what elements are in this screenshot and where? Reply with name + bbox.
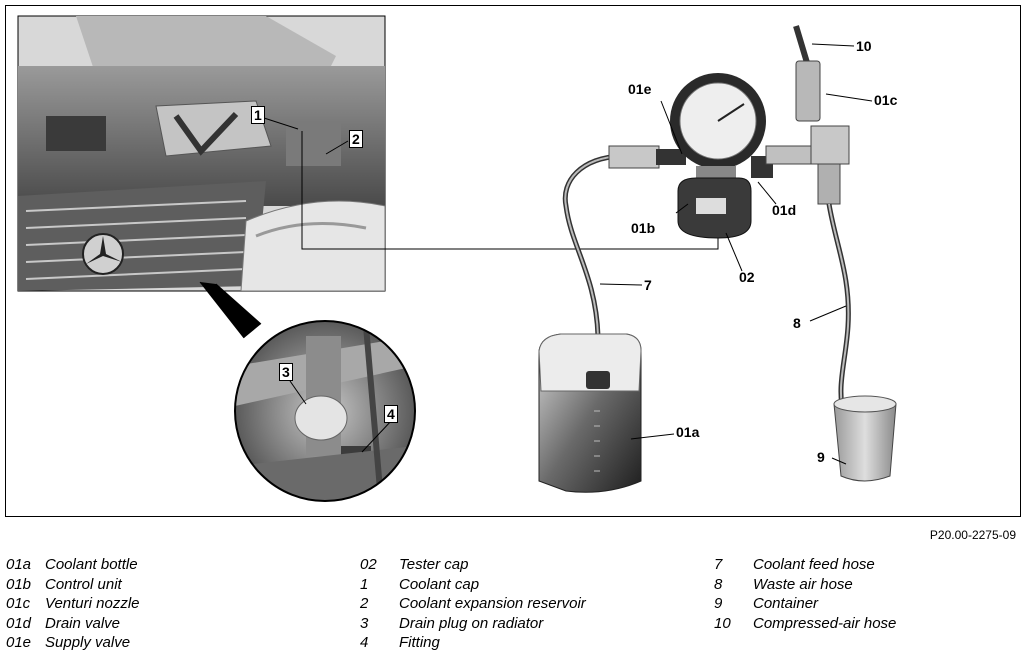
legend-text: Fitting: [399, 634, 440, 651]
waste-air-hose: [826, 203, 851, 417]
callout-01d: 01d: [772, 202, 797, 218]
legend-code: 02: [360, 556, 377, 573]
tester-assembly: [608, 73, 819, 272]
legend-code: 4: [360, 634, 369, 651]
callout-01b: 01b: [631, 220, 656, 236]
coolant-bottle: [538, 333, 675, 493]
legend-row: 01a Coolant bottle: [6, 555, 140, 575]
callout-01c: 01c: [874, 92, 898, 108]
legend-row: 01d Drain valve: [6, 614, 140, 634]
callout-01a: 01a: [676, 424, 700, 440]
diagram-drawing: [17, 15, 897, 502]
callout-4: 4: [384, 405, 398, 423]
legend-code: 01d: [6, 614, 32, 632]
legend-column-3: 7 Coolant feed hose 8 Waste air hose 9 Cont…: [714, 555, 896, 633]
legend-code: 01e: [6, 634, 32, 651]
venturi-nozzle: [793, 25, 873, 205]
callout-1: 1: [251, 106, 265, 124]
legend-row: 10 Compressed-air hose: [714, 614, 896, 634]
engine-bay-photo: [17, 15, 386, 292]
legend-code: 01b: [6, 575, 32, 593]
legend-column-2: 02 Tester cap 1 Coolant cap 2 Coolant expan…: [360, 555, 586, 653]
legend-text: Supply valve: [45, 634, 131, 651]
legend-row: 01c Venturi nozzle: [6, 594, 140, 614]
callout-01e: 01e: [628, 81, 652, 97]
legend-row: 7 Coolant feed hose: [714, 555, 896, 575]
callout-9: 9: [817, 449, 825, 465]
legend-text: Compressed-air hose: [753, 614, 897, 632]
legend-code: 2: [360, 595, 369, 612]
legend-text: Container: [753, 595, 819, 612]
legend-text: Coolant expansion reservoir: [399, 595, 586, 612]
legend-code: 1: [360, 575, 369, 593]
legend-code: 8: [714, 575, 723, 593]
illustration-panel: 1 2 3 4 7 8 9 10 01a 01b 01c 01d 01e 02: [5, 5, 1021, 517]
legend-column-1: 01a Coolant bottle 01b Control unit 01c Ven…: [6, 555, 140, 653]
legend-row: 01b Control unit: [6, 575, 140, 595]
callout-02: 02: [739, 269, 755, 285]
legend-code: 7: [714, 556, 723, 573]
legend-text: Coolant feed hose: [753, 556, 875, 573]
legend-text: Waste air hose: [753, 575, 853, 593]
legend-row: 3 Drain plug on radiator: [360, 614, 586, 634]
legend-row: 02 Tester cap: [360, 555, 586, 575]
radiator-detail-magnifier: [199, 281, 416, 502]
container-cup: [831, 395, 897, 482]
callout-10: 10: [856, 38, 872, 54]
legend-code: 10: [714, 614, 731, 632]
legend-code: 3: [360, 614, 369, 632]
legend-code: 9: [714, 595, 723, 612]
legend-row: 9 Container: [714, 594, 896, 614]
callout-8: 8: [793, 315, 801, 331]
legend-row: 1 Coolant cap: [360, 575, 586, 595]
callout-3: 3: [279, 363, 293, 381]
legend-row: 4 Fitting: [360, 633, 586, 653]
legend-row: 8 Waste air hose: [714, 575, 896, 595]
legend-text: Drain valve: [45, 614, 121, 632]
legend-text: Coolant cap: [399, 575, 480, 593]
legend-text: Drain plug on radiator: [399, 614, 544, 632]
figure-code: P20.00-2275-09: [929, 528, 1016, 542]
callout-2: 2: [349, 130, 363, 148]
legend-code: 01c: [6, 595, 31, 612]
callout-7: 7: [644, 277, 652, 293]
connector-line: [301, 131, 719, 250]
legend-row: 01e Supply valve: [6, 633, 140, 653]
legend-code: 01a: [6, 556, 32, 573]
legend-text: Tester cap: [399, 556, 469, 573]
legend-row: 2 Coolant expansion reservoir: [360, 594, 586, 614]
legend-text: Coolant bottle: [45, 556, 138, 573]
legend-text: Control unit: [45, 575, 122, 593]
legend-text: Venturi nozzle: [45, 595, 140, 612]
